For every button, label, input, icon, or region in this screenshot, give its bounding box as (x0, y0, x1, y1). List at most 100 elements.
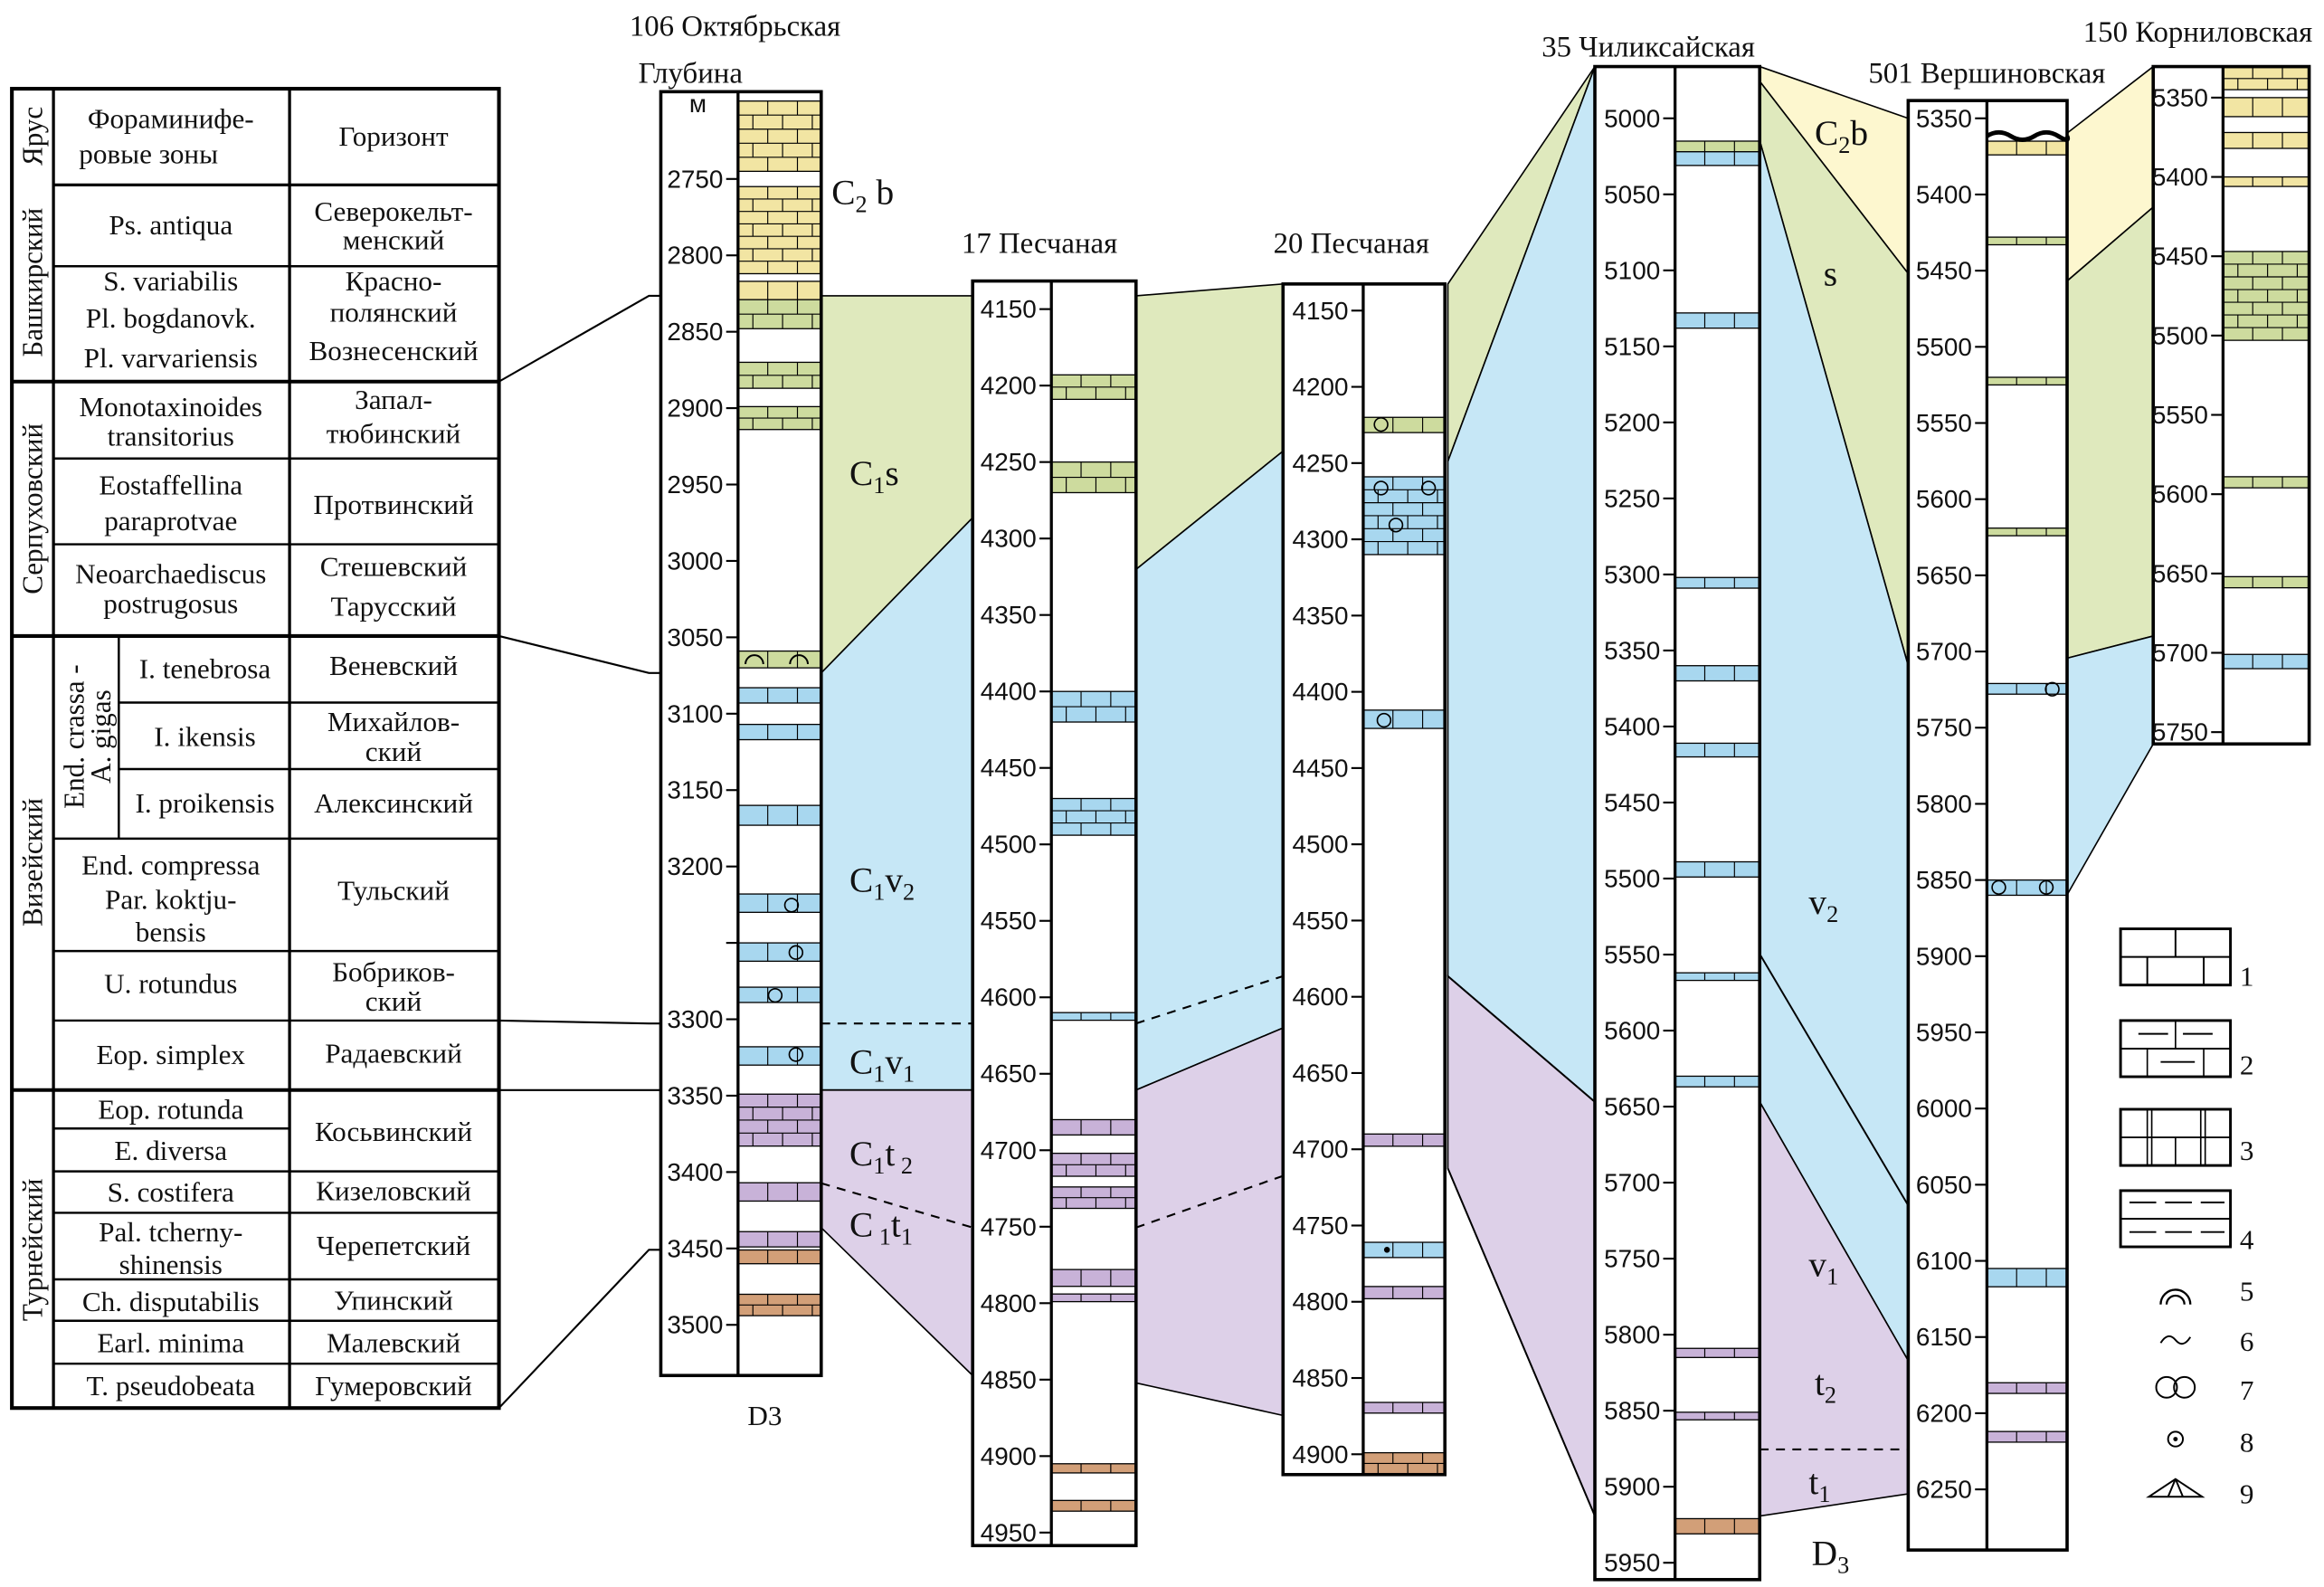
bed-fill (2222, 476, 2310, 489)
group-zone: A. gigas (85, 689, 117, 783)
horizon-name: Гумеровский (315, 1370, 472, 1402)
zone-label-part: 1 (1818, 1481, 1830, 1507)
lithology-bed (2222, 131, 2310, 149)
horizon-name: Радаевский (325, 1037, 462, 1069)
lithology-bed (1050, 1186, 1137, 1210)
zone-name: paraprotvae (104, 505, 237, 537)
depth-tick-label: 5500 (1604, 865, 1660, 893)
dolomitic-limestone-icon (2119, 1107, 2233, 1167)
depth-tick-label: 4500 (1292, 831, 1348, 859)
fossil-dot-icon (1383, 1247, 1390, 1253)
zone-label-part: C (849, 1042, 873, 1082)
zone-label-part: b (868, 173, 895, 213)
zone-name: Par. koktju- (105, 883, 236, 915)
lithology-bed (1050, 1499, 1137, 1512)
bed-fill (1986, 376, 2068, 386)
lithology-bed (2222, 251, 2310, 341)
zone-label: C1s (849, 453, 899, 499)
horizon-name: Протвинский (313, 489, 473, 520)
bed-fill (1050, 1463, 1137, 1474)
bed-fill (2222, 575, 2310, 589)
horizon-name: Красно- (346, 265, 442, 297)
argillaceous-icon (2119, 1189, 2233, 1249)
bed-fill (1674, 1075, 1760, 1088)
depth-tick-label: 4450 (981, 754, 1037, 782)
zone-boundary (1447, 975, 1596, 1103)
zone-name: Pl. varvariensis (84, 342, 258, 374)
bed-fill (1362, 1241, 1446, 1259)
depth-tick-label: 5200 (1604, 408, 1660, 436)
depth-tick-label: 3050 (667, 623, 723, 651)
header-zone: Фораминифе- (88, 102, 254, 134)
depth-tick-label: 5850 (1916, 866, 1972, 894)
lithology-bed (1674, 312, 1760, 329)
depth-tick-label: 5950 (1604, 1549, 1660, 1577)
zone-label-part: v (885, 1042, 903, 1082)
lithology-bed (1050, 1153, 1137, 1177)
table-frame (10, 87, 501, 1411)
zone-label-part: C (831, 173, 855, 213)
zone-name: transitorius (108, 421, 234, 452)
zone-label: v1 (1808, 1245, 1838, 1290)
bed-fill (737, 100, 822, 173)
zone-label: C1v2 (849, 860, 915, 906)
depth-tick-label: 4850 (1292, 1364, 1348, 1392)
legend-number: 2 (2240, 1049, 2254, 1080)
horizon-name: Стешевский (320, 551, 468, 583)
limestone-icon (2119, 927, 2233, 987)
lithology-bed (1986, 1382, 2068, 1394)
legend-number: 1 (2240, 960, 2254, 992)
depth-tick-label: 5650 (1604, 1093, 1660, 1121)
fossil-circle-icon (2044, 681, 2060, 697)
clayey-limestone-icon (2119, 1019, 2233, 1079)
depth-tick-label: 2750 (667, 165, 723, 193)
zone-label: t1 (1808, 1462, 1830, 1507)
depth-tick-label: 5550 (1916, 409, 1972, 437)
well-frame (1593, 64, 1762, 1582)
depth-tick-label: 5350 (2152, 83, 2208, 111)
depth-tick-label: 5800 (1916, 790, 1972, 818)
zone-label: C2b (1815, 113, 1868, 158)
bed-fill (737, 1046, 822, 1066)
wells: 2750280028502900295030003050310031503200… (630, 10, 2312, 1582)
fossil-circle-icon (1376, 712, 1392, 728)
zone-name: bensis (136, 916, 206, 947)
depth-tick-label: 5600 (1916, 485, 1972, 513)
lithology-bed (1674, 742, 1760, 758)
horizon-name: Веневский (329, 650, 458, 681)
bed-fill (737, 1182, 822, 1202)
lithology-bed (1050, 1269, 1137, 1288)
lithology-bed (2222, 476, 2310, 489)
bed-fill (1674, 1411, 1760, 1421)
zone-name: Ps. antiqua (109, 209, 232, 241)
depth-tick-label: 4550 (1292, 907, 1348, 935)
bed-fill (1050, 1118, 1137, 1136)
lithology-bed (1986, 527, 2068, 537)
group-zone: End. crassa - (59, 664, 90, 808)
depth-tick-label: 4800 (981, 1289, 1037, 1317)
well-2: 4150420042504300435044004450450045504600… (962, 228, 1138, 1548)
bed-fill (1674, 1347, 1760, 1358)
well-name: 20 Песчаная (1274, 228, 1429, 261)
depth-tick-label: 4850 (981, 1365, 1037, 1393)
bed-fill (1362, 709, 1446, 729)
lithology-bed (737, 804, 822, 826)
depth-tick-label: 6200 (1916, 1399, 1972, 1427)
bed-fill (1986, 1268, 2068, 1288)
depth-tick-label: 5000 (1604, 104, 1660, 132)
depth-tick-label: 2850 (667, 318, 723, 346)
depth-tick-label: 4450 (1292, 754, 1348, 782)
well-frame (2151, 64, 2311, 746)
legend-number: 7 (2240, 1374, 2254, 1406)
bed-fill (737, 1249, 822, 1265)
depth-tick-label: 5650 (2152, 559, 2208, 587)
depth-tick-label: 4250 (981, 448, 1037, 476)
zone-name: I. tenebrosa (139, 652, 271, 684)
horizon-name: тюбинский (327, 417, 460, 449)
zone-purple-area (1134, 1026, 1285, 1417)
lithology-bed (2222, 575, 2310, 589)
stage-name: Турнейский (17, 1179, 49, 1322)
lithology-bed (1986, 236, 2068, 246)
depth-tick-label: 4950 (981, 1518, 1037, 1546)
